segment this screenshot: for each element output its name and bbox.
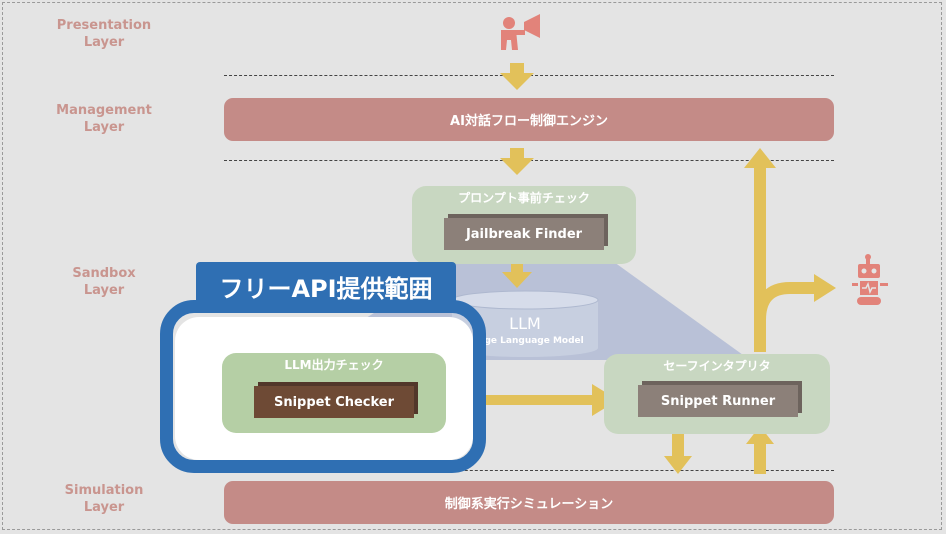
simulation-bar: 制御系実行シミュレーション <box>224 481 834 524</box>
arrow-runner-mgmt-shaft <box>754 166 766 352</box>
free-api-label: フリーAPI提供範囲 <box>196 262 456 310</box>
layer-label-simulation: Simulation Layer <box>64 483 144 515</box>
arrow-down-3 <box>502 261 532 288</box>
arrow-runner-sim-head <box>664 456 692 474</box>
arrow-runner-mgmt-head <box>744 148 776 168</box>
safe-interpreter-title: セーフインタプリタ <box>663 359 771 373</box>
llm-subtitle: Large Language Model <box>468 336 584 346</box>
robot-icon <box>852 254 888 305</box>
snippet-runner-module: Snippet Runner <box>638 385 798 417</box>
llm-title: LLM <box>509 314 541 333</box>
layer-label-presentation: Presentation Layer <box>56 18 152 50</box>
layer-label-management: Management Layer <box>56 103 152 135</box>
free-api-frame <box>160 300 486 473</box>
separator-line <box>224 470 834 471</box>
jailbreak-finder-module: Jailbreak Finder <box>444 218 604 250</box>
arrow-checker-runner-shaft <box>472 395 594 405</box>
arrow-runner-sim-shaft <box>672 428 684 456</box>
management-bar: AI対話フロー制御エンジン <box>224 98 834 141</box>
snippet-checker-module: Snippet Checker <box>254 386 414 418</box>
layer-label-sandbox: Sandbox Layer <box>72 266 136 298</box>
arrow-branch-robot-head <box>814 274 836 302</box>
arrow-branch-robot <box>754 282 816 321</box>
user-megaphone-icon <box>501 14 540 50</box>
llm-output-check-title: LLM出力チェック <box>284 358 384 372</box>
prompt-check-title: プロンプト事前チェック <box>458 191 590 205</box>
arrow-sim-runner-head <box>746 426 774 444</box>
arrow-down-2 <box>500 148 534 175</box>
arrow-down-1 <box>500 63 534 90</box>
arrow-sim-runner-shaft <box>754 444 766 474</box>
